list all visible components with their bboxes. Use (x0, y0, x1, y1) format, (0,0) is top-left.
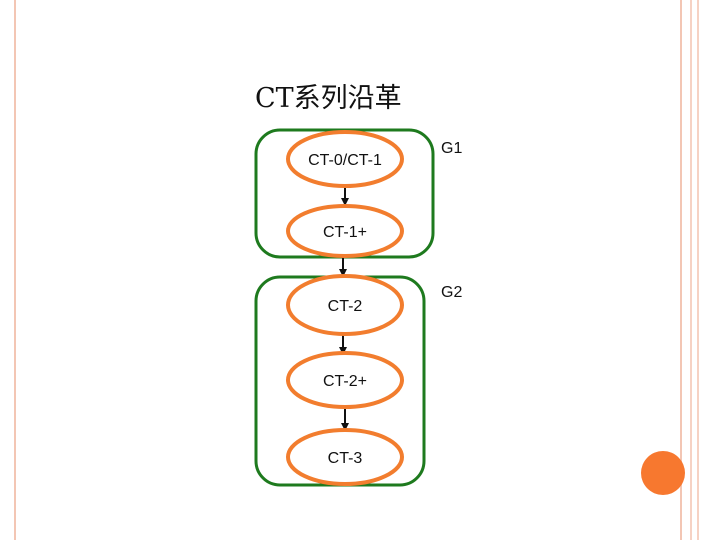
node-label: CT-2+ (323, 373, 367, 390)
node-label: CT-0/CT-1 (308, 152, 382, 169)
side-decoration-line (697, 0, 699, 540)
node-ct2plus: CT-2+ (286, 351, 404, 409)
node-ct3: CT-3 (286, 428, 404, 486)
node-ct1plus: CT-1+ (286, 204, 404, 258)
slide-title: CT系列沿革 (255, 83, 402, 114)
node-ct2: CT-2 (286, 274, 404, 336)
slide-frame (14, 0, 682, 540)
group-label-g2: G2 (441, 284, 462, 301)
node-ct0-ct1: CT-0/CT-1 (286, 130, 404, 188)
group-label-g1: G1 (441, 140, 462, 157)
node-label: CT-3 (328, 450, 363, 467)
node-label: CT-2 (328, 298, 363, 315)
side-decoration-line (690, 0, 692, 540)
decorative-orange-circle (641, 451, 685, 495)
node-label: CT-1+ (323, 224, 367, 241)
